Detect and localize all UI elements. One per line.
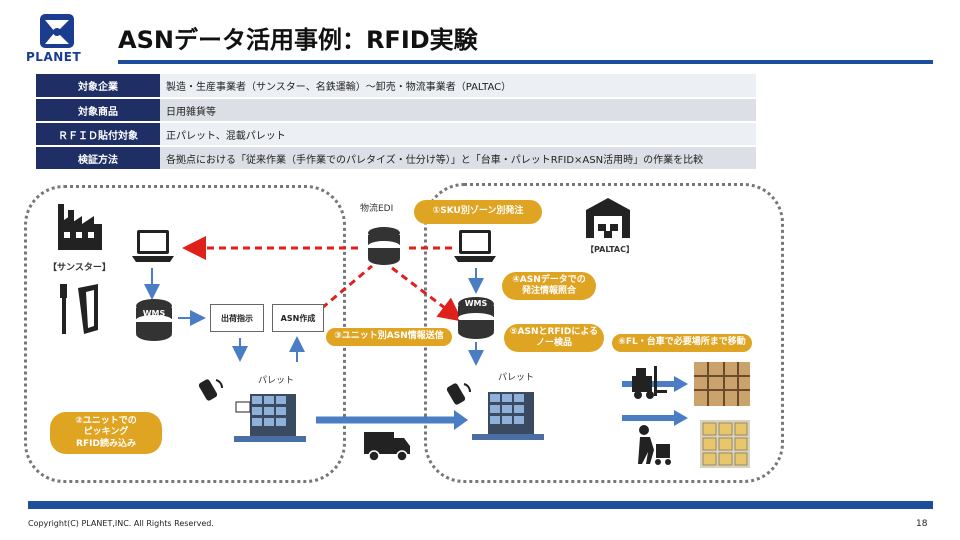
wholesaler-label: 【PALTAC】 [586,245,634,254]
copyright-text: Copyright(C) PLANET,INC. All Rights Rese… [28,519,214,528]
forklift-icon [632,366,667,399]
planet-logo [22,12,102,66]
wms-right-label: WMS [464,299,488,308]
footer-rule [28,501,933,509]
planet-logo-icon [40,14,74,48]
factory-icon [58,204,102,250]
step2-badge: ②ユニットでの ピッキング RFID読み込み [50,412,162,454]
rfid-reader-icon [198,379,223,401]
logo-text: PLANET [26,50,82,64]
truck-icon [364,432,410,462]
asn-creation-doc: ASN作成 [272,304,324,332]
table-row: ＲＦＩＤ貼付対象 正パレット、混載パレット [36,122,756,147]
step3-badge: ③ユニット別ASN情報送信 [326,328,452,346]
warehouse-icon [586,198,630,238]
laptop-icon [132,230,174,262]
pallet-label-left: パレット [258,376,295,386]
row-value: 各拠点における「従来作業（手作業でのパレタイズ・仕分け等）」と「台車・パレットR… [160,146,756,171]
toothbrush-toothpaste-icon [60,284,98,334]
edi-label: 物流EDI [360,204,394,214]
pallet-left-icon [234,394,306,442]
wms-right-database-icon [458,297,494,339]
table-row: 対象企業 製造・生産事業者（サンスター、名鉄運輸）～卸売・物流事業者（PALTA… [36,74,756,99]
row-value: 日用雑貨等 [160,98,756,123]
row-label: 対象商品 [36,98,160,123]
row-value: 正パレット、混載パレット [160,122,756,147]
row-value: 製造・生産事業者（サンスター、名鉄運輸）～卸売・物流事業者（PALTAC） [160,74,756,99]
shipping-instruction-doc: 出荷指示 [210,304,264,332]
arrow-asn-to-edi [321,264,373,310]
edi-database-icon [368,227,400,265]
rfid-reader-right-icon [446,383,471,405]
table-row: 対象商品 日用雑貨等 [36,98,756,123]
step1-badge: ①SKU別ゾーン別発注 [414,200,542,224]
page-title: ASNデータ活用事例：RFID実験 [118,26,478,54]
pallet-label-right: パレット [498,373,535,383]
laptop-right-icon [454,230,496,262]
table-row: 検証方法 各拠点における「従来作業（手作業でのパレタイズ・仕分け等）」と「台車・… [36,146,756,171]
page-number: 18 [916,519,928,529]
storage-bins-icon [700,420,750,468]
warehouse-shelves-icon [694,362,750,406]
info-table: 対象企業 製造・生産事業者（サンスター、名鉄運輸）～卸売・物流事業者（PALTA… [36,74,756,171]
row-label: 対象企業 [36,74,160,99]
step4-badge: ④ASNデータでの 発注情報照合 [502,272,596,300]
row-label: 検証方法 [36,146,160,171]
wms-database-icon [136,299,172,341]
arrow-edi-to-wms [391,266,463,322]
wms-label: WMS [142,309,166,318]
manufacturer-label: 【サンスター】 [48,263,111,273]
pallet-right-icon [472,392,544,440]
title-rule [118,60,933,64]
person-cart-icon [638,425,671,465]
step6-badge: ⑥FL・台車で必要場所まで移動 [612,334,752,352]
row-label: ＲＦＩＤ貼付対象 [36,122,160,147]
step5-badge: ⑤ASNとRFIDによる ノー検品 [504,324,604,352]
